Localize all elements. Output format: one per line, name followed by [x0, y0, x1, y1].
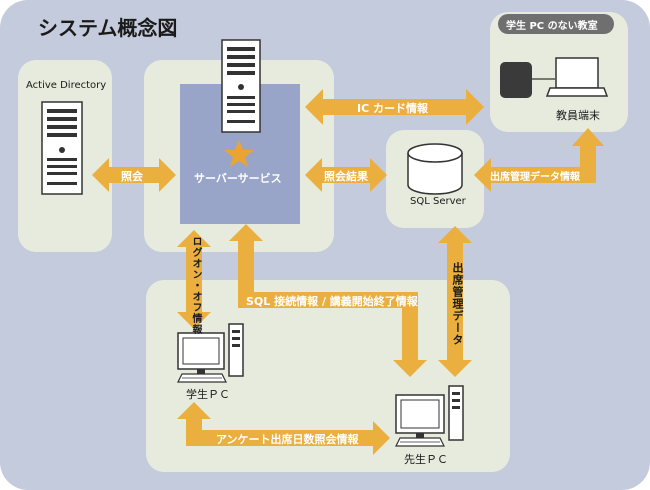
database-icon: [407, 143, 463, 195]
staff-terminal-icon: [500, 57, 609, 98]
shoukai-label: 照会: [121, 170, 143, 183]
shoukai-result-label: 照会結果: [324, 170, 368, 183]
staff-terminal-label: 教員端末: [556, 109, 600, 122]
student-pc-label: 学生ＰＣ: [186, 388, 230, 401]
shoukai-arrow: [92, 158, 176, 192]
ad-server-icon: [41, 101, 83, 195]
survey-label: アンケート出席日数照会情報: [216, 433, 359, 446]
sql-connect-arrow: [229, 224, 427, 377]
logon-off-label: ログオン・オフ情報: [190, 236, 201, 335]
staff-room-header: [498, 14, 614, 34]
shoukai-result-arrow: [305, 158, 387, 192]
attendance-info-label: 出席管理データ情報: [490, 172, 580, 183]
ic-card-label: IC カード情報: [357, 102, 428, 115]
service-server-icon: [221, 39, 261, 133]
survey-arrow: [177, 402, 390, 455]
server-service-label: サーバーサービス: [194, 172, 282, 185]
attendance-data-arrow: [438, 226, 472, 377]
active-directory-label: Active Directory: [26, 80, 107, 91]
sql-server-label: SQL Server: [410, 196, 466, 207]
teacher-pc-icon: [395, 385, 464, 447]
attendance-info-arrow: [474, 128, 604, 192]
ic-card-arrow: [305, 89, 484, 125]
attendance-data-label: 出席管理データ: [451, 262, 464, 346]
sql-connect-label: SQL 接続情報 / 講義開始終了情報: [246, 295, 418, 308]
diagram-title: システム概念図: [38, 16, 178, 40]
staff-room-label: 学生 PC のない教室: [506, 21, 598, 32]
teacher-pc-label: 先生ＰＣ: [404, 453, 448, 466]
logon-off-arrow: [177, 230, 211, 329]
star-icon: [224, 140, 254, 167]
student-pc-icon: [177, 323, 244, 383]
